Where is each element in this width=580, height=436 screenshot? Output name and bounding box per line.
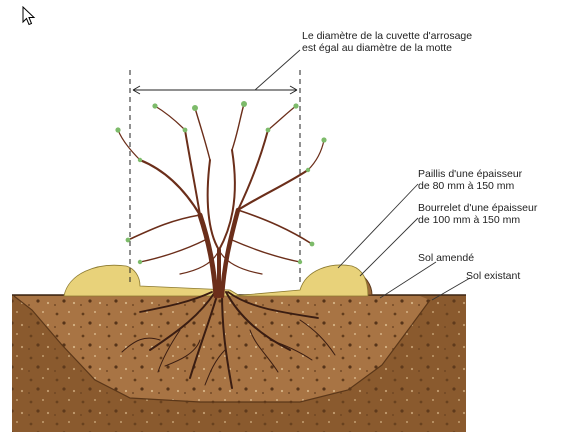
bourrelet-line1: Bourrelet d'une épaisseur (418, 202, 538, 214)
root-ball (121, 291, 336, 389)
cuvette-line1: Le diamètre de la cuvette d'arrosage (302, 30, 473, 42)
shrub (117, 103, 325, 299)
mulch (63, 264, 369, 297)
paillis-annotation: Paillis d'une épaisseur de 80 mm à 150 m… (418, 168, 522, 192)
diameter-guides (129, 70, 301, 285)
amended-soil (13, 295, 431, 403)
mouse-pointer-icon (22, 6, 36, 26)
leader-lines (254, 49, 471, 301)
cuvette-line2: est égal au diamètre de la motte (302, 42, 453, 54)
bourrelet-line2: de 100 mm à 150 mm (418, 214, 521, 226)
cuvette-annotation: Le diamètre de la cuvette d'arrosage est… (302, 30, 472, 54)
sol-existant-label: Sol existant (466, 270, 521, 282)
paillis-line2: de 80 mm à 150 mm (418, 180, 515, 192)
shrub-buds (115, 101, 327, 265)
bourrelet-annotation: Bourrelet d'une épaisseur de 100 mm à 15… (418, 202, 537, 226)
sol-amende-label: Sol amendé (418, 252, 475, 264)
paillis-line1: Paillis d'une épaisseur (418, 168, 523, 180)
